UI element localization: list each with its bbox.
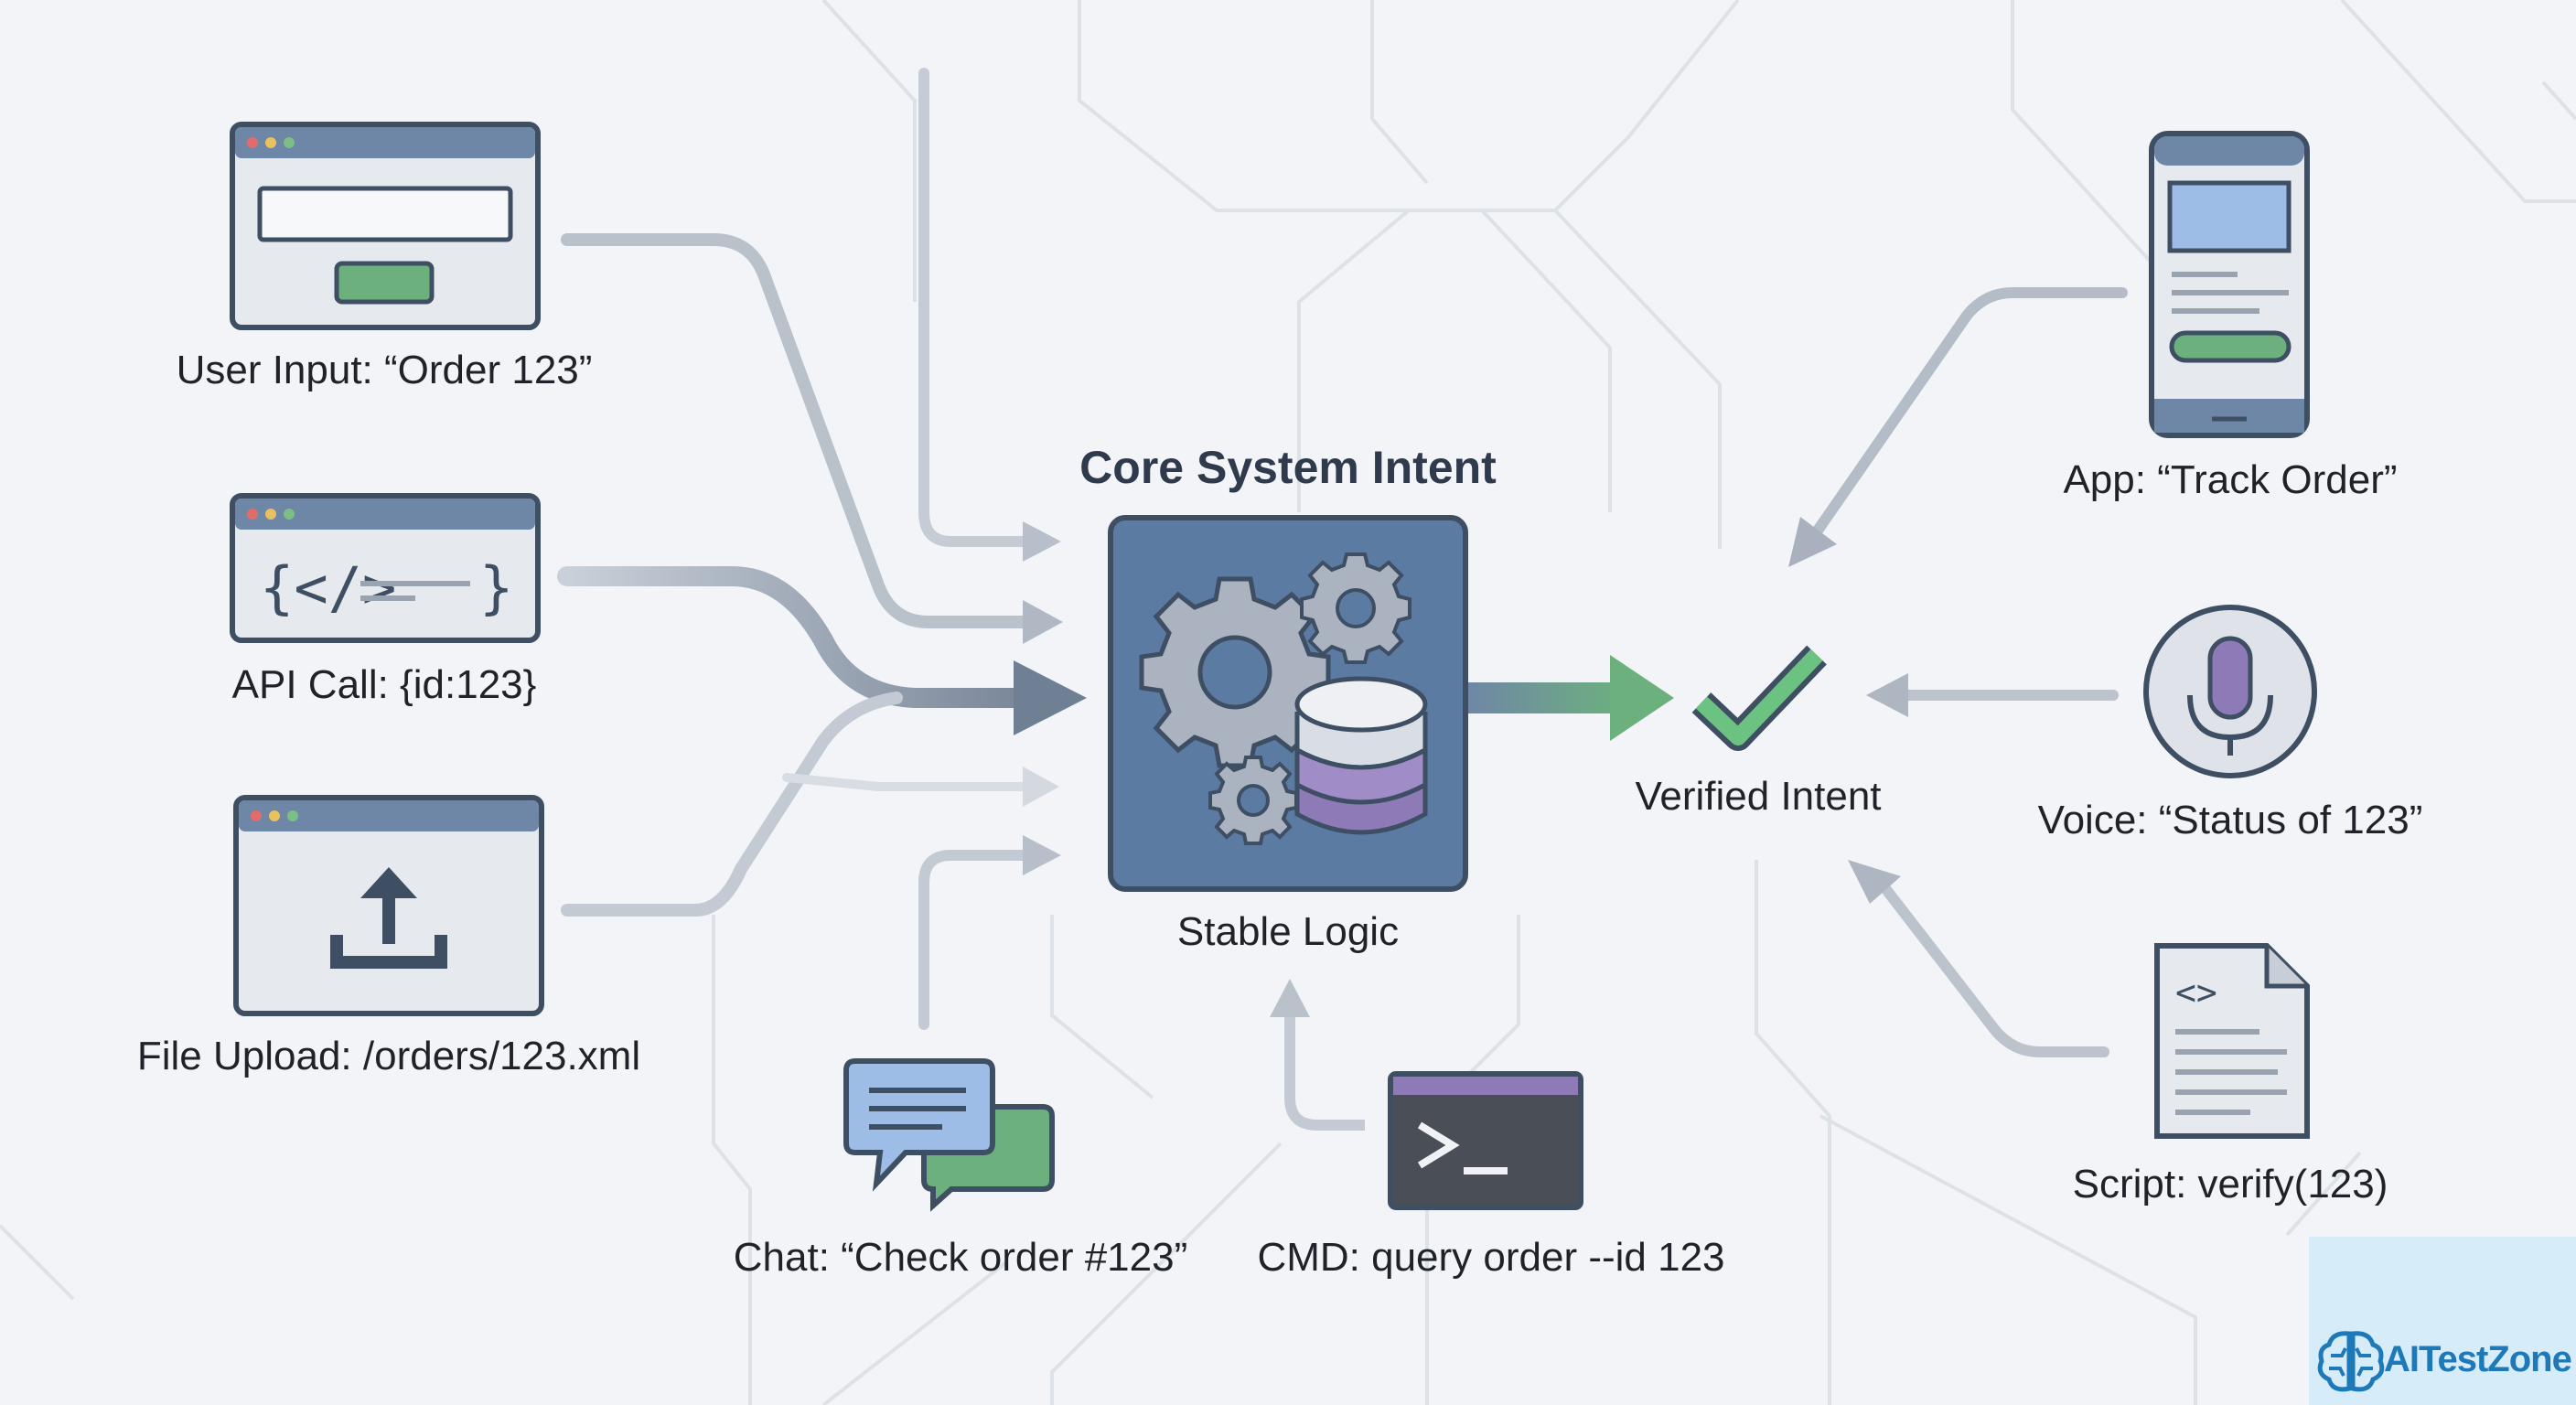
upload-window-icon: [233, 795, 544, 1016]
connector-file-upload: [561, 692, 903, 917]
terminal-icon: [1388, 1071, 1583, 1210]
connector-api-call: [557, 566, 1035, 708]
app-label: App: “Track Order”: [2063, 457, 2398, 502]
user-input-label: User Input: “Order 123”: [176, 348, 593, 392]
connector-user-input: [561, 233, 1031, 628]
right-connectors: [1806, 287, 2128, 1057]
mobile-phone-icon: [2149, 131, 2310, 438]
connector-chat: [918, 850, 1030, 1030]
left-connectors: [557, 68, 1035, 1030]
core-to-verified-arrow: [1467, 655, 1674, 741]
microphone-icon: [2143, 605, 2317, 778]
gear-small-lower-icon: [1208, 756, 1298, 845]
verified-label: Verified Intent: [1635, 774, 1882, 819]
right-arrowheads: [1788, 517, 1908, 904]
browser-form-icon: [230, 122, 541, 330]
brand-text: AITestZone: [2384, 1339, 2572, 1379]
code-window-icon: {</> }: [230, 493, 541, 643]
file-upload-label: File Upload: /orders/123.xml: [136, 1034, 641, 1078]
brain-icon: [2317, 1331, 2385, 1392]
chat-bubbles-icon: [843, 1058, 1055, 1212]
connector-lower: [782, 773, 1029, 791]
voice-label: Voice: “Status of 123”: [2037, 798, 2423, 842]
chat-label: Chat: “Check order #123”: [733, 1235, 1188, 1280]
svg-text:{</>: {</>: [260, 554, 396, 621]
arrowhead-top: [1023, 521, 1061, 562]
code-document-icon: <>: [2154, 943, 2310, 1139]
arrowhead-user-input: [1023, 600, 1063, 644]
script-label: Script: verify(123): [2072, 1162, 2388, 1207]
cmd-connector: [1270, 979, 1365, 1131]
left-arrowheads: [1014, 521, 1087, 875]
connector-top: [918, 68, 1030, 547]
core-label: Stable Logic: [1176, 909, 1400, 954]
svg-text:}: }: [479, 554, 513, 621]
arrowhead-chat: [1023, 835, 1061, 875]
core-title: Core System Intent: [1079, 442, 1497, 493]
cmd-label: CMD: query order --id 123: [1257, 1235, 1725, 1280]
connector-app: [1806, 287, 2128, 545]
svg-text:<>: <>: [2175, 972, 2217, 1013]
database-icon: [1294, 676, 1428, 835]
brand-logo: AITestZone: [2309, 1237, 2576, 1405]
arrowhead-lower: [1023, 767, 1059, 807]
arrowhead-api-call: [1014, 660, 1087, 735]
api-call-label: API Call: {id:123}: [231, 662, 537, 707]
connector-script: [1879, 882, 2109, 1057]
core-system-box: [1108, 515, 1468, 892]
gear-small-upper-icon: [1300, 552, 1411, 664]
